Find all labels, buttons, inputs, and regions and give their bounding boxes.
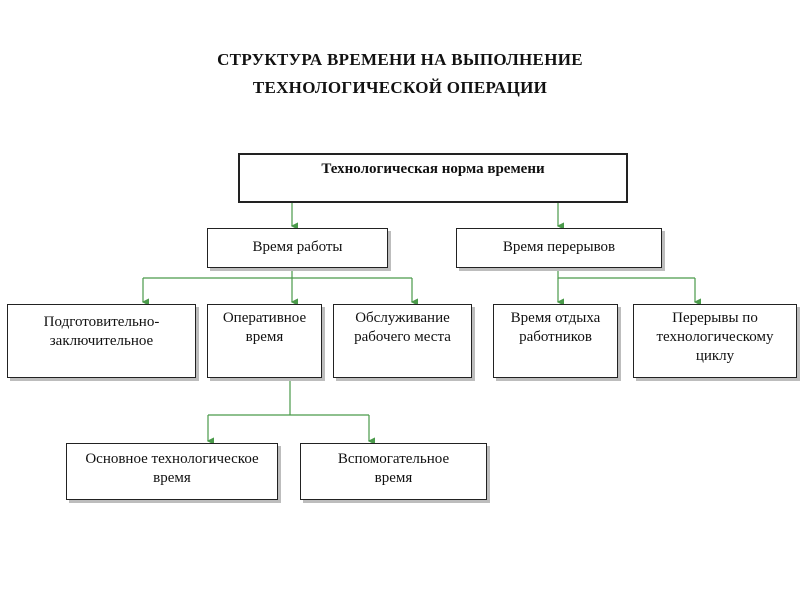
connector-work-bus [143,268,412,279]
node-work: Время работы [207,228,388,268]
node-oper: Оперативное время [207,304,322,378]
connector-breaks-bus [557,268,695,279]
node-aux: Вспомогательное время [300,443,487,500]
diagram-title-line2: ТЕХНОЛОГИЧЕСКОЙ ОПЕРАЦИИ [252,78,548,97]
node-breaks: Время перерывов [456,228,662,268]
node-tech-breaks: Перерывы по технологическому циклу [633,304,797,378]
node-rest: Время отдыха работников [493,304,618,378]
node-root: Технологическая норма времени [238,153,628,203]
diagram-title-line1: СТРУКТУРА ВРЕМЕНИ НА ВЫПОЛНЕНИЕ [217,50,583,69]
node-service: Обслуживание рабочего места [333,304,472,378]
node-prep: Подготовительно-заключительное [7,304,196,378]
node-main: Основное технологическое время [66,443,278,500]
connector-oper-bus [208,378,369,416]
